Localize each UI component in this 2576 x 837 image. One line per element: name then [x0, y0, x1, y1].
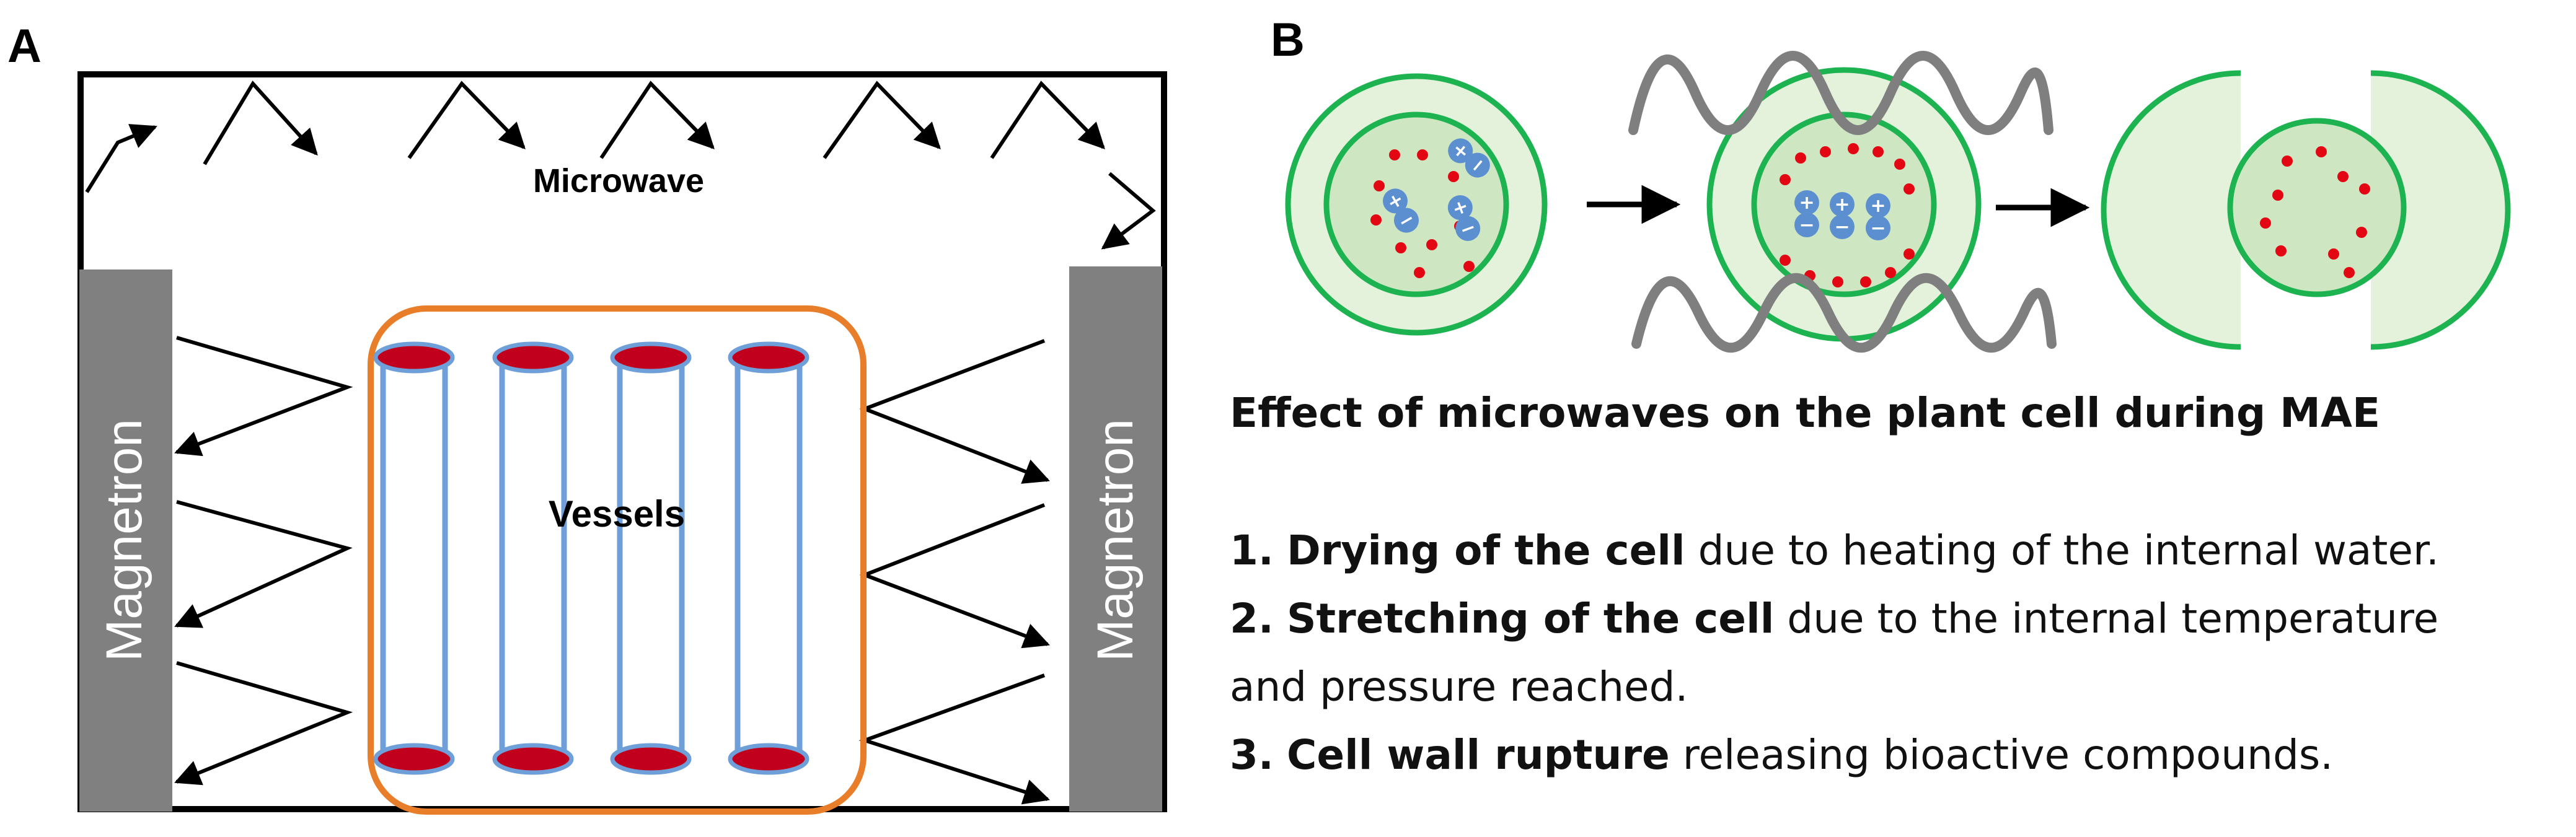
microwave-arrows-right — [858, 339, 1050, 805]
magnetron-right — [1069, 266, 1162, 812]
step-3-rest: releasing bioactive compounds. — [1682, 731, 2334, 779]
panel-b-caption: Effect of microwaves on the plant cell d… — [1230, 389, 2381, 437]
ion-minus: − — [1870, 217, 1886, 239]
water-dots-3 — [2260, 146, 2370, 278]
vessels-label: Vessels — [549, 493, 685, 535]
ion-minus: − — [1834, 216, 1850, 238]
ion-minus: − — [1799, 214, 1814, 236]
panel-b-letter: B — [1271, 14, 1305, 66]
magnetron-left-label: Magnetron — [96, 419, 152, 662]
step-1-rest: due to heating of the internal water. — [1698, 527, 2440, 574]
step-2-number: 2. — [1230, 595, 1274, 642]
water-dots-1 — [1370, 149, 1475, 278]
vessel-4 — [728, 341, 809, 775]
step-2-bold: Stretching of the cell — [1286, 595, 1775, 642]
vessel-tray — [368, 305, 867, 815]
water-dots-2 — [1780, 143, 1915, 287]
ion-dipoles-2: + − + − + − — [1794, 190, 1890, 240]
step-3: 3. Cell wall rupture releasing bioactive… — [1230, 731, 2333, 779]
microwave-label: Microwave — [533, 162, 704, 199]
ion-plus: + — [1870, 195, 1886, 217]
vessel-2 — [492, 341, 574, 775]
ion-plus: + — [1799, 192, 1814, 214]
microwave-wave-top — [1628, 51, 2053, 135]
step-2-rest: due to the internal temperature — [1787, 595, 2439, 642]
microwave-arrows-top — [85, 80, 1156, 250]
magnetron-right-label: Magnetron — [1087, 419, 1144, 662]
ruptured-wall-left — [2104, 73, 2241, 347]
ruptured-wall-right — [2371, 73, 2508, 347]
cell-stage-1 — [1285, 73, 1548, 336]
step-1: 1. Drying of the cell due to heating of … — [1230, 527, 2439, 574]
step-3-bold: Cell wall rupture — [1286, 731, 1670, 779]
cell-stage-3 — [2101, 70, 2511, 350]
step-3-number: 3. — [1230, 731, 1274, 779]
panel-a-letter: A — [7, 20, 42, 72]
magnetron-left — [79, 270, 172, 812]
step-2-continuation-text: and pressure reached. — [1230, 663, 1688, 711]
ion-dipoles-1: + − + − + − — [1383, 138, 1491, 242]
vessel-3 — [610, 341, 692, 775]
step-2-continuation: and pressure reached. — [1230, 663, 1688, 711]
microwave-arrows-left — [174, 336, 353, 786]
step-1-bold: Drying of the cell — [1286, 527, 1685, 574]
step-1-number: 1. — [1230, 527, 1274, 574]
microwave-wave-bottom — [1631, 273, 2057, 353]
vessel-1 — [373, 341, 455, 775]
ion-plus: + — [1834, 194, 1850, 216]
step-2: 2. Stretching of the cell due to the int… — [1230, 595, 2438, 642]
